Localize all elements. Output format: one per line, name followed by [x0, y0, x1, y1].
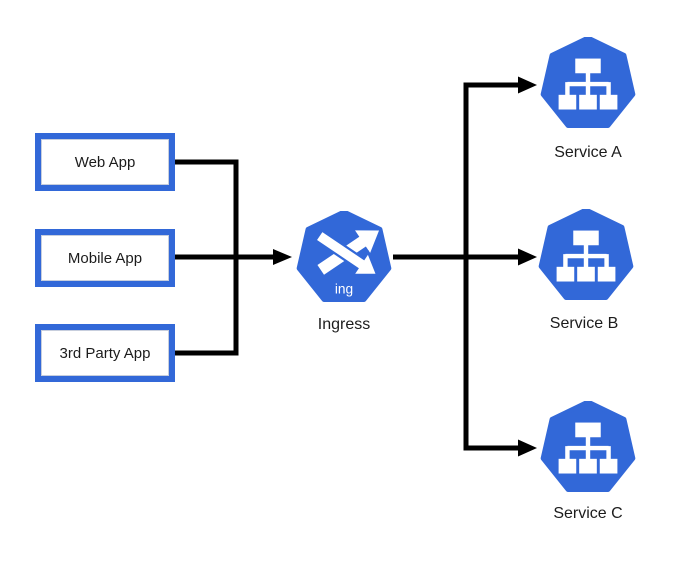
service-b-label: Service B	[549, 315, 619, 332]
arrowhead-to-service-b	[518, 248, 537, 266]
arrowhead-to-service-c	[518, 439, 537, 457]
service-c-icon	[539, 401, 637, 499]
ingress-label: Ingress	[317, 316, 371, 333]
k8s-ingress-icon: ing	[296, 211, 392, 302]
service-b-icon	[537, 209, 635, 307]
client-box-label: Web App	[74, 153, 136, 171]
client-box-3rd-party-app: 3rd Party App	[35, 324, 175, 382]
connector-right-bracket	[463, 82, 518, 451]
client-box-label: 3rd Party App	[59, 344, 151, 362]
service-c-label: Service C	[553, 505, 623, 522]
arrowhead-to-ingress	[273, 249, 292, 265]
service-a-label: Service A	[554, 144, 622, 161]
arrowhead-to-service-a	[518, 76, 537, 94]
ingress-cross-arrows-glyph	[313, 229, 380, 277]
ingress-icon-text: ing	[335, 281, 353, 296]
service-a-icon	[539, 37, 637, 135]
client-box-label: Mobile App	[67, 249, 143, 267]
client-box-mobile-app: Mobile App	[35, 229, 175, 287]
client-box-web-app: Web App	[35, 133, 175, 191]
